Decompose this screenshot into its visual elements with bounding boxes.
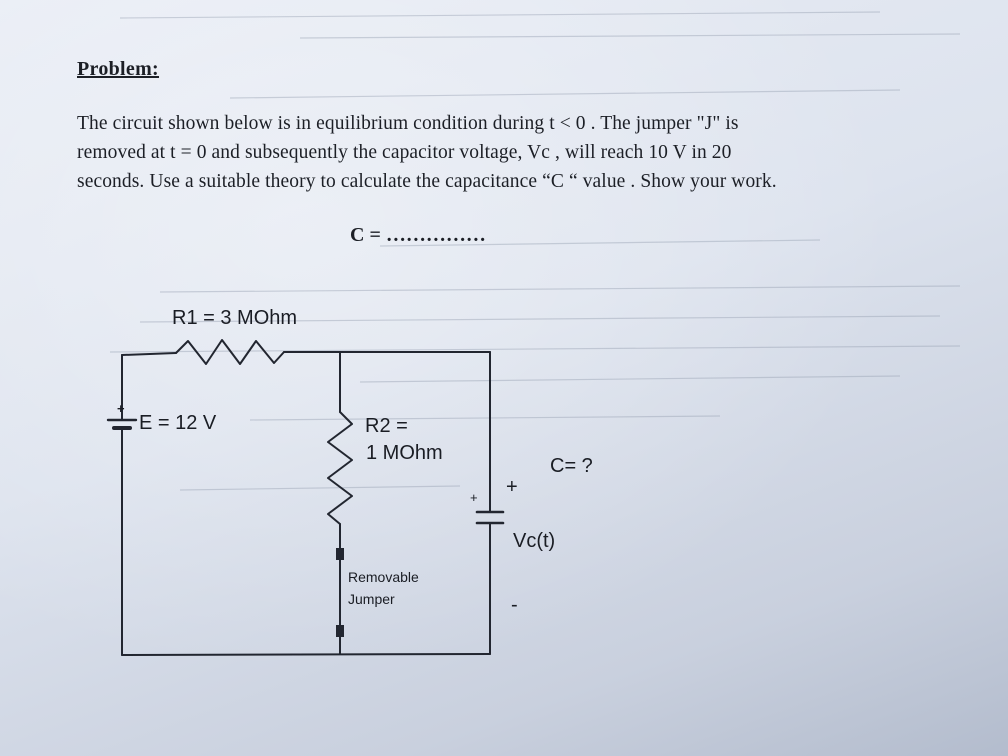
r1-label: R1 = 3 MOhm [172,307,298,329]
r2-label-line2: 1 MOhm [366,442,443,464]
vc-plus-label: + [506,476,518,498]
capacitor-label: C= ? [550,455,593,477]
jumper-label-line1: Removable [348,569,419,585]
jumper-terminal-bottom [336,625,344,637]
problem-heading: Problem: [77,58,160,80]
resistor-r2 [327,411,353,525]
vc-label: Vc(t) [513,530,556,552]
problem-line-2: removed at t = 0 and subsequently the ca… [77,142,732,163]
wire-top-left [121,352,177,356]
source-label: E = 12 V [139,412,217,434]
source-plus-label: + [117,401,125,416]
resistor-r1 [175,339,285,365]
jumper-label-line2: Jumper [348,591,395,607]
capacitor-plus-small: + [470,490,478,505]
vc-minus-label: - [511,594,518,616]
problem-line-3: seconds. Use a suitable theory to calcul… [77,171,777,192]
wire-bottom [121,653,491,656]
problem-line-1: The circuit shown below is in equilibriu… [77,113,739,134]
jumper-terminal-top [336,548,344,560]
answer-line: C = …………… [350,224,486,246]
r2-label-line1: R2 = [365,415,408,437]
